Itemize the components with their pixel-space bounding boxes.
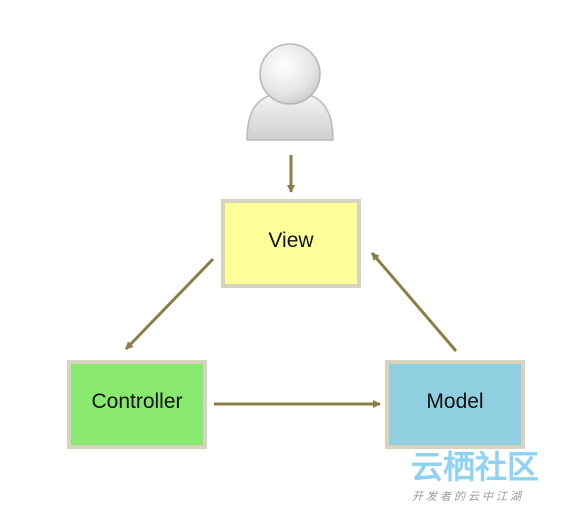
model-box (385, 360, 525, 449)
watermark: 云栖社区 开发者的云中江湖 (411, 448, 539, 503)
view-box (221, 199, 361, 288)
watermark-subtitle: 开发者的云中江湖 (412, 490, 524, 503)
controller-box (67, 360, 207, 449)
arrow-model-to-view (370, 252, 458, 352)
model-node: Model (385, 360, 525, 449)
view-node: View (221, 199, 361, 288)
user-icon (246, 43, 334, 141)
watermark-title: 云栖社区 (411, 448, 539, 486)
view-label: View (268, 229, 314, 252)
arrow-view-to-controller (124, 257, 215, 351)
controller-label: Controller (91, 390, 182, 413)
model-label: Model (426, 390, 483, 413)
controller-node: Controller (67, 360, 207, 449)
